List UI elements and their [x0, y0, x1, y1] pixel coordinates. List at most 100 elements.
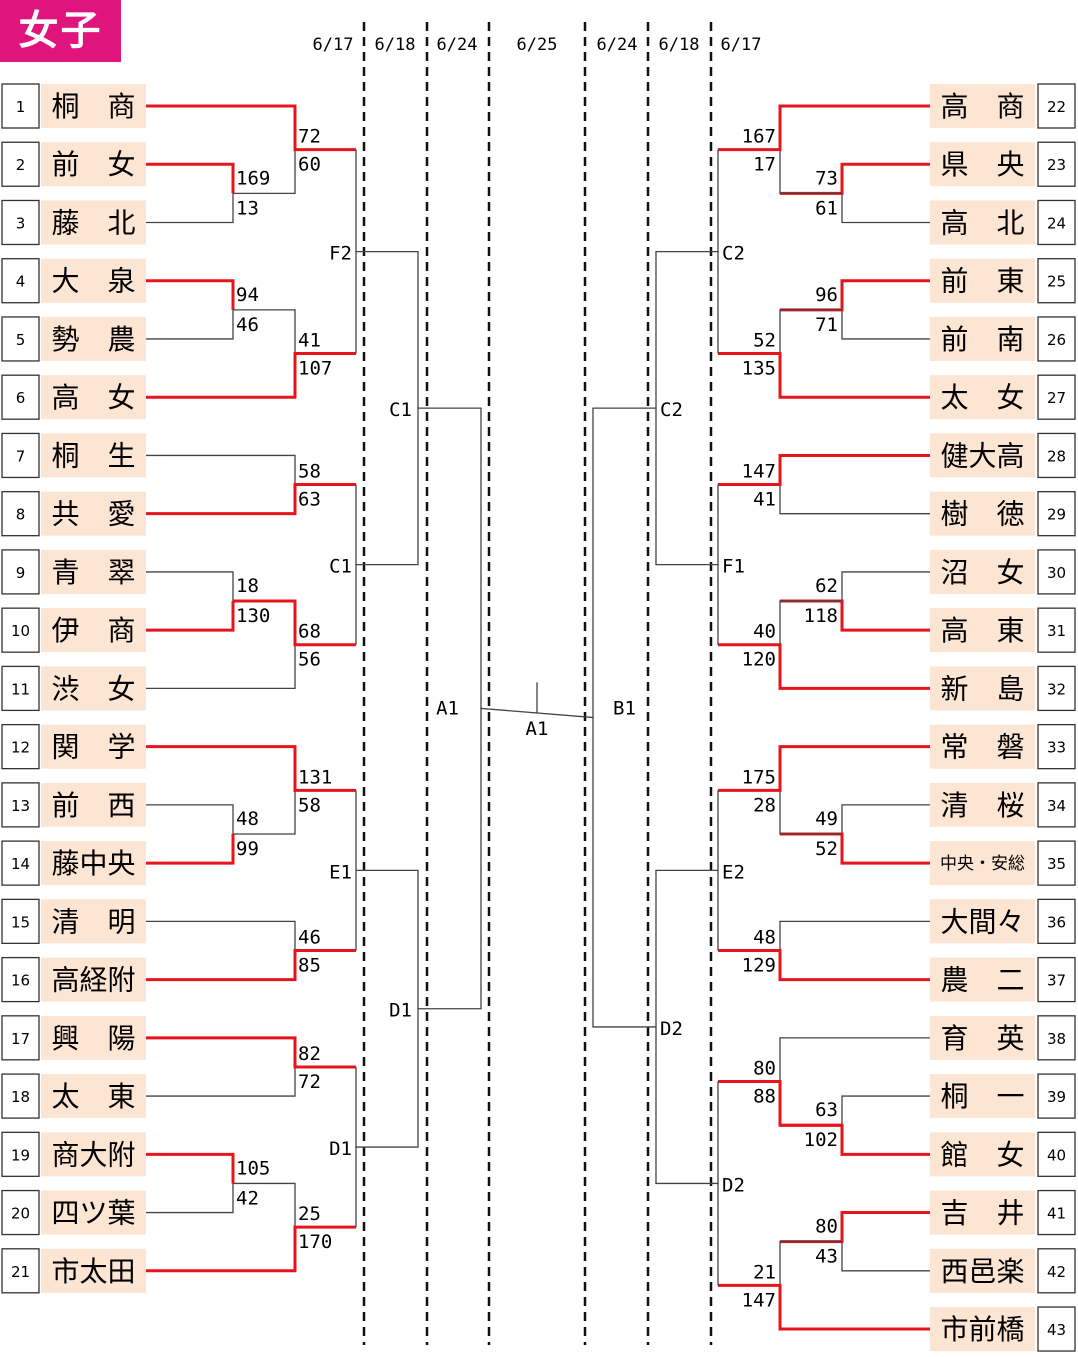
seed-box	[1037, 141, 1076, 187]
loser-path	[779, 1241, 842, 1286]
team-name-box	[41, 841, 146, 886]
match-score-top: 131	[298, 766, 332, 788]
winner-path	[146, 279, 235, 310]
seed-box	[1037, 199, 1076, 246]
match-score-top: 48	[236, 808, 259, 830]
seed-box	[1037, 549, 1076, 595]
winner-path	[718, 352, 930, 399]
match-score-bottom: 118	[804, 605, 838, 627]
loser-path	[779, 920, 930, 951]
match-score-top: 80	[753, 1058, 776, 1080]
winner-path	[718, 453, 930, 487]
team-name-box	[41, 1248, 146, 1293]
seed-box	[1037, 1248, 1076, 1294]
match-score-bottom: 72	[298, 1071, 321, 1093]
team-name-box	[930, 666, 1035, 711]
seed-number: 21	[11, 1263, 30, 1281]
team-name-box	[930, 841, 1035, 886]
match-score-bottom: 147	[742, 1289, 776, 1311]
match-score-bottom: 61	[815, 197, 838, 219]
team-name-box	[930, 1307, 1035, 1352]
match-score-top: 68	[298, 621, 321, 643]
round-date-label: 6/17	[313, 35, 354, 55]
team-name: 吉 井	[940, 1197, 1024, 1230]
loser-path	[779, 1037, 930, 1082]
loser-path	[146, 920, 296, 951]
round-date-label: 6/25	[517, 35, 558, 55]
match-score-bottom: 107	[298, 358, 332, 380]
match-score-top: 147	[742, 461, 776, 483]
team-name: 前 西	[51, 789, 135, 822]
seed-box	[1, 898, 40, 945]
team-name-box	[41, 666, 146, 711]
bracket-lines	[146, 104, 930, 1331]
seed-number: 27	[1047, 389, 1066, 407]
team-name-box	[930, 1074, 1035, 1119]
match-score-top: 62	[815, 575, 838, 597]
bracket-scores: 1691394461813048991054272604110758636856…	[236, 126, 838, 1312]
match-label: E1	[329, 861, 352, 883]
winner-path	[146, 948, 356, 982]
seed-number: 2	[16, 156, 26, 174]
match-score-top: 49	[815, 808, 838, 830]
team-name-box	[41, 316, 146, 361]
match-score-top: 21	[753, 1261, 776, 1283]
seed-box	[1, 258, 40, 304]
seed-box	[1037, 83, 1076, 129]
match-label: D2	[722, 1174, 745, 1196]
seed-number: 37	[1047, 972, 1066, 990]
seed-number: 9	[16, 564, 26, 582]
match-score-top: 18	[236, 575, 259, 597]
team-name: 桐 生	[51, 439, 135, 472]
match-score-top: 72	[298, 126, 321, 148]
seed-box	[1037, 258, 1076, 304]
loser-path	[779, 309, 842, 354]
team-name: 太 女	[940, 381, 1024, 414]
winner-path	[718, 643, 930, 690]
match-score-top: 63	[815, 1099, 838, 1121]
seed-box	[1037, 665, 1076, 712]
team-name-box	[930, 1190, 1035, 1235]
match-score-top: 169	[236, 167, 270, 189]
loser-path	[779, 600, 842, 645]
seed-number: 5	[16, 331, 26, 349]
team-name-box	[930, 142, 1035, 187]
match-score-top: 40	[753, 621, 776, 643]
team-name: 青 翠	[51, 556, 135, 589]
winner-path	[718, 104, 930, 152]
seed-number: 1	[16, 98, 26, 116]
team-name-box	[930, 200, 1035, 245]
winner-path	[780, 162, 930, 195]
loser-path	[233, 309, 296, 354]
seed-number: 28	[1047, 447, 1066, 465]
team-name: 清 明	[51, 905, 135, 938]
team-name-box	[41, 1132, 146, 1177]
team-name-box	[930, 258, 1035, 303]
team-name-box	[41, 608, 146, 653]
seed-box	[1, 316, 40, 362]
winner-path	[146, 483, 356, 516]
loser-path	[779, 149, 842, 195]
team-name-box	[930, 491, 1035, 536]
seed-number: 17	[11, 1030, 30, 1048]
match-label: C1	[389, 399, 412, 421]
seed-number: 14	[11, 855, 30, 873]
seed-number: 36	[1047, 913, 1066, 931]
team-name: 商大附	[51, 1138, 135, 1171]
seed-number: 16	[11, 972, 30, 990]
seed-box	[1, 1073, 40, 1119]
round-date-label: 6/24	[437, 35, 478, 55]
match-score-bottom: 99	[236, 838, 259, 860]
seed-box	[1, 1189, 40, 1236]
round-date-label: 6/18	[375, 35, 416, 55]
match-score-top: 105	[236, 1157, 270, 1179]
seed-box	[1037, 607, 1076, 653]
seed-number: 15	[11, 913, 30, 931]
loser-path	[233, 149, 296, 195]
winner-path	[718, 948, 930, 982]
seed-box	[1, 549, 40, 595]
team-name-box	[41, 200, 146, 245]
seed-box	[1, 141, 40, 187]
